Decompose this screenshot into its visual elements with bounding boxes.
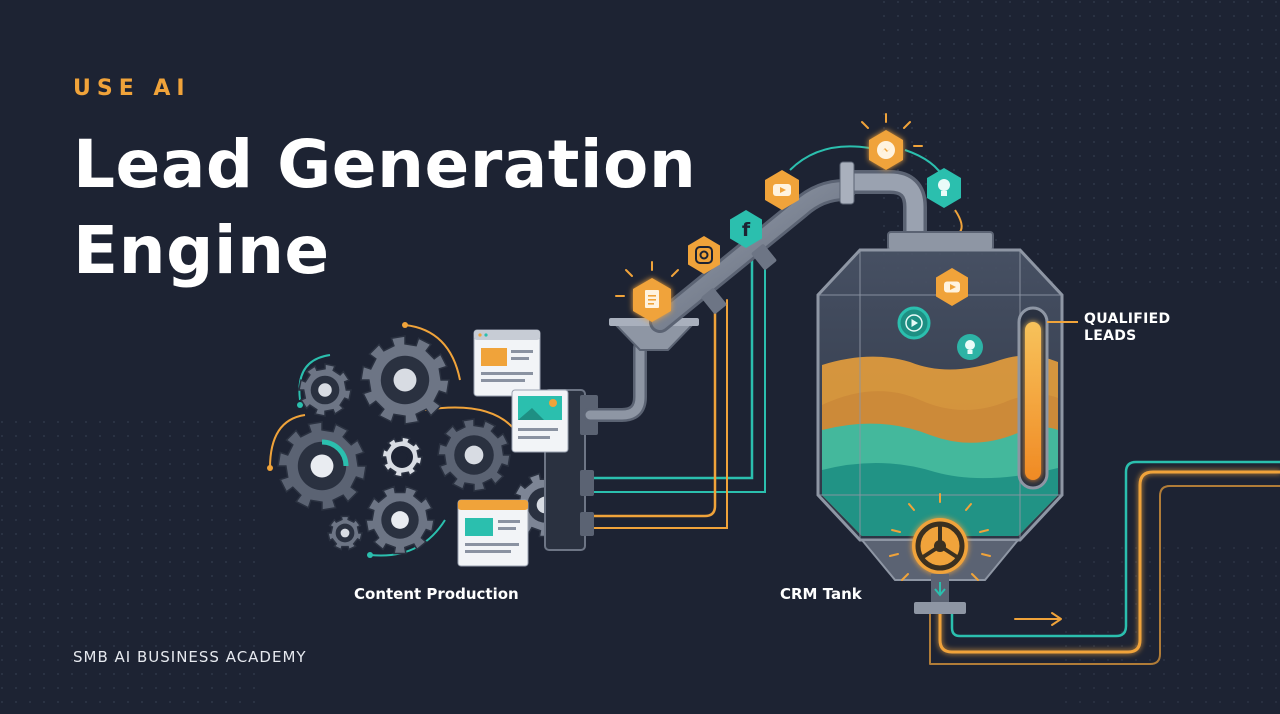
gear-icon	[437, 418, 511, 492]
valve-icon	[889, 493, 991, 614]
social-icons: f	[615, 113, 963, 322]
gear-icon	[298, 363, 352, 417]
instagram-icon	[688, 236, 720, 274]
feed-lines	[588, 254, 766, 529]
eyebrow-label: USE AI	[73, 76, 191, 101]
gear-icon	[277, 421, 367, 511]
content-production-label: Content Production	[354, 585, 519, 603]
play-icon	[897, 306, 931, 340]
content-card	[473, 329, 541, 397]
title-line: Lead Generation	[73, 126, 697, 203]
dot-texture	[1060, 540, 1280, 714]
dot-texture	[0, 420, 260, 714]
youtube-icon	[936, 268, 968, 306]
lightbulb-icon	[957, 334, 983, 360]
crm-tank	[816, 231, 1078, 581]
messenger-icon	[861, 113, 923, 170]
content-card	[511, 389, 569, 453]
arrow-icon	[1051, 612, 1062, 626]
brand-footer: SMB AI BUSINESS ACADEMY	[73, 648, 307, 666]
page-title: Lead Generation Engine	[73, 122, 696, 294]
gear-icon	[327, 515, 363, 551]
qualified-leads-label: QUALIFIED LEADS	[1084, 311, 1170, 345]
lightbulb-icon	[927, 168, 961, 208]
qualified-leads-meter	[1017, 306, 1078, 490]
content-gear-cluster	[267, 322, 578, 558]
gear-icon	[381, 436, 423, 478]
crm-tank-label: CRM Tank	[780, 585, 862, 603]
gear-icon	[360, 335, 450, 425]
document-icon	[615, 261, 679, 322]
youtube-icon	[765, 170, 799, 210]
funnel-pipe	[583, 161, 927, 422]
output-pipes	[929, 460, 1280, 665]
leads-label-line: LEADS	[1084, 328, 1137, 344]
gear-icon	[365, 485, 435, 555]
content-card	[457, 499, 529, 567]
facebook-icon: f	[730, 210, 762, 248]
svg-text:f: f	[742, 219, 751, 241]
gear-accent	[321, 439, 349, 467]
leads-label-line: QUALIFIED	[1084, 311, 1171, 327]
title-line: Engine	[73, 212, 330, 289]
